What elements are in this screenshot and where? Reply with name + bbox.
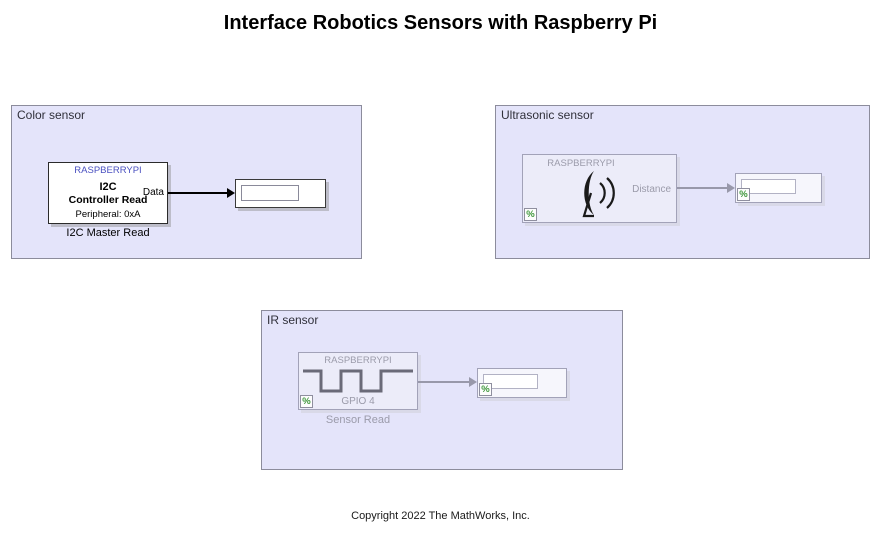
ir-signal-line[interactable] <box>418 381 470 383</box>
ir-display-value-field <box>483 374 538 389</box>
color-display-value-field <box>241 185 299 201</box>
ultrasonic-signal-line[interactable] <box>677 187 728 189</box>
ultrasonic-output-port-label: Distance <box>632 184 671 195</box>
ir-sensor-read-block[interactable]: RASPBERRYPI GPIO 4 % <box>298 352 418 410</box>
i2c-block-caption: I2C Master Read <box>66 227 150 239</box>
ir-gpio-pin-label: GPIO 4 <box>341 396 375 407</box>
i2c-block-peripheral-label: Peripheral: 0xA <box>75 209 141 220</box>
area-ultrasonic-sensor-label: Ultrasonic sensor <box>501 108 594 122</box>
color-display-block[interactable] <box>235 179 326 208</box>
copyright-note: Copyright 2022 The MathWorks, Inc. <box>351 510 530 522</box>
area-color-sensor-label: Color sensor <box>17 108 86 122</box>
area-ir-sensor-label: IR sensor <box>267 313 319 327</box>
sonar-dish-icon <box>582 171 615 218</box>
comment-badge: % <box>524 208 537 221</box>
comment-badge: % <box>737 188 750 201</box>
color-signal-arrowhead-icon <box>227 188 235 198</box>
model-title: Interface Robotics Sensors with Raspberr… <box>223 12 658 34</box>
comment-badge: % <box>479 383 492 396</box>
i2c-block-name-line1: I2C <box>99 181 117 193</box>
i2c-block-name-line2: Controller Read <box>68 194 148 206</box>
i2c-controller-read-block[interactable]: RASPBERRYPI I2C Controller Read Peripher… <box>48 162 168 224</box>
ultrasonic-display-value-field <box>741 179 796 194</box>
square-wave-icon <box>303 369 413 393</box>
ir-signal-arrowhead-icon <box>469 377 477 387</box>
i2c-block-vendor-label: RASPBERRYPI <box>74 165 142 176</box>
ultrasonic-signal-arrowhead-icon <box>727 183 735 193</box>
ir-display-block[interactable]: % <box>477 368 567 398</box>
i2c-output-port-label: Data <box>142 187 164 198</box>
ultrasonic-block-vendor-label: RASPBERRYPI <box>547 158 615 169</box>
comment-badge: % <box>300 395 313 408</box>
ir-block-caption: Sensor Read <box>325 414 391 426</box>
ultrasonic-sensor-block[interactable]: RASPBERRYPI Distance % <box>522 154 677 223</box>
ir-block-vendor-label: RASPBERRYPI <box>324 355 392 366</box>
color-signal-line[interactable] <box>168 192 228 194</box>
ultrasonic-display-block[interactable]: % <box>735 173 822 203</box>
